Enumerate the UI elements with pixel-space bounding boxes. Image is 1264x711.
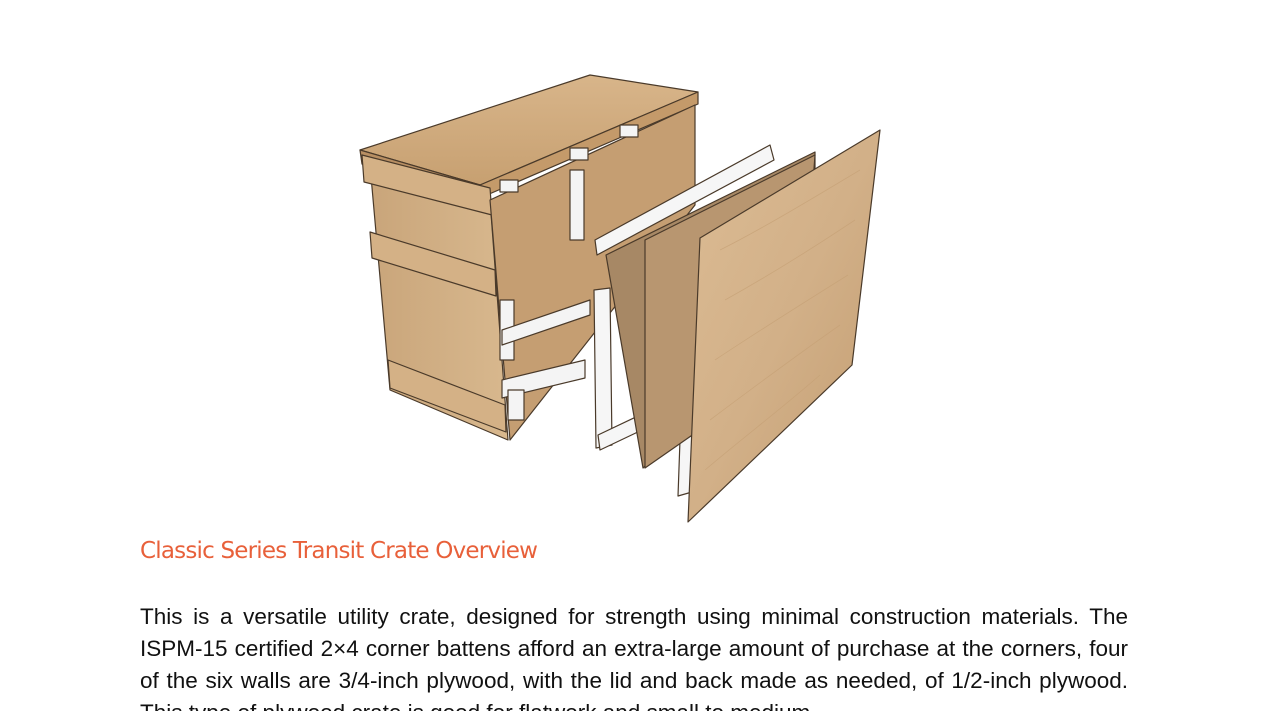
crate-illustration: [340, 60, 900, 535]
crate-exploded-icon: [359, 74, 881, 523]
section-heading: Classic Series Transit Crate Overview: [140, 538, 538, 564]
body-paragraph: This is a versatile utility crate, desig…: [140, 604, 1128, 711]
